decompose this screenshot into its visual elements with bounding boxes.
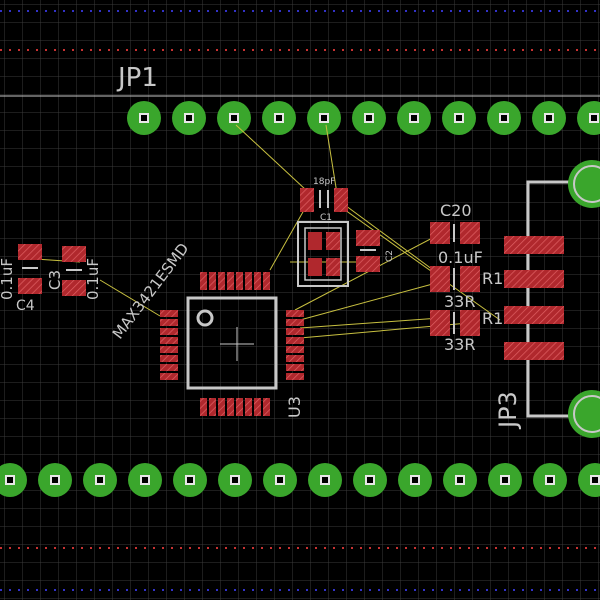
c3-capacitor[interactable]: C3 0.1uF (46, 246, 102, 300)
smd-pad-icon (160, 319, 178, 326)
c1-capacitor[interactable]: 18pF C1 (300, 177, 348, 223)
through-hole-pad-icon[interactable] (308, 463, 342, 497)
through-hole-pad-icon[interactable] (0, 463, 27, 497)
smd-pad-icon (160, 310, 178, 317)
through-hole-pad-icon[interactable] (443, 463, 477, 497)
r10-value-label: 33R (444, 292, 475, 311)
smd-pad-icon (160, 355, 178, 362)
c1-label: C1 (320, 213, 332, 223)
smd-pad-icon (227, 272, 234, 290)
jp1-header[interactable]: JP1 (0, 63, 600, 135)
smd-pad-icon (209, 398, 216, 416)
smd-pad-icon (236, 398, 243, 416)
through-hole-pad-icon[interactable] (172, 101, 206, 135)
smd-pad-icon (209, 272, 216, 290)
through-hole-pad-icon[interactable] (83, 463, 117, 497)
smd-pad-icon (286, 346, 304, 353)
smd-pad-icon (286, 373, 304, 380)
through-hole-pad-icon[interactable] (353, 463, 387, 497)
smd-pad-icon (160, 373, 178, 380)
through-hole-pad-icon[interactable] (218, 463, 252, 497)
r11-value-label: 33R (444, 335, 475, 354)
through-hole-pad-icon[interactable] (352, 101, 386, 135)
smd-pad-icon (160, 328, 178, 335)
through-hole-pad-icon[interactable] (533, 463, 567, 497)
c20-capacitor[interactable]: C20 0.1uF (430, 201, 483, 267)
through-hole-pad-icon[interactable] (128, 463, 162, 497)
jp1-label: JP1 (116, 63, 158, 93)
smd-pad-icon (286, 364, 304, 371)
c20-value-label: 0.1uF (438, 248, 483, 267)
c1-value-label: 18pF (313, 177, 335, 187)
c2-capacitor[interactable]: C2 (356, 230, 395, 272)
smd-pad-icon (227, 398, 234, 416)
c4-label: C4 (16, 298, 35, 314)
jp3-label: JP3 (494, 391, 522, 430)
smd-pad-icon (263, 398, 270, 416)
through-hole-pad-icon[interactable] (217, 101, 251, 135)
pin1-marker-icon (196, 309, 214, 327)
smd-pad-icon (160, 364, 178, 371)
through-hole-pad-icon[interactable] (173, 463, 207, 497)
through-hole-pad-icon[interactable] (487, 101, 521, 135)
through-hole-pad-icon[interactable] (263, 463, 297, 497)
smd-pad-icon (200, 398, 207, 416)
smd-pad-icon (218, 272, 225, 290)
mount-hole-top-icon (568, 160, 600, 208)
through-hole-pad-icon[interactable] (578, 463, 600, 497)
smd-pad-icon (286, 310, 304, 317)
c4-capacitor[interactable]: 0.1uF C4 (0, 244, 42, 314)
smd-pad-icon (200, 272, 207, 290)
c20-label: C20 (440, 201, 472, 220)
smd-pad-icon (160, 337, 178, 344)
u3-label: U3 (285, 396, 304, 418)
smd-pad-icon (263, 272, 270, 290)
through-hole-pad-icon[interactable] (442, 101, 476, 135)
through-hole-pad-icon[interactable] (397, 101, 431, 135)
bottom-header[interactable] (0, 463, 600, 497)
board-outline-dots (0, 10, 600, 591)
through-hole-pad-icon[interactable] (398, 463, 432, 497)
through-hole-pad-icon[interactable] (488, 463, 522, 497)
through-hole-pad-icon[interactable] (127, 101, 161, 135)
smd-pad-icon (236, 272, 243, 290)
through-hole-pad-icon[interactable] (262, 101, 296, 135)
r10-resistor[interactable]: R10 33R (430, 266, 513, 311)
through-hole-pad-icon[interactable] (307, 101, 341, 135)
crystal-y1[interactable] (297, 221, 349, 287)
through-hole-pad-icon[interactable] (577, 101, 600, 135)
smd-pad-icon (286, 319, 304, 326)
through-hole-pad-icon[interactable] (38, 463, 72, 497)
smd-pad-icon (286, 355, 304, 362)
smd-pad-icon (218, 398, 225, 416)
smd-pad-icon (286, 337, 304, 344)
smd-pad-icon (245, 398, 252, 416)
smd-pad-icon (286, 328, 304, 335)
jp3-usb-connector[interactable]: JP3 (494, 160, 600, 438)
c4-value-label: 0.1uF (0, 258, 16, 300)
smd-pad-icon (254, 272, 261, 290)
through-hole-pad-icon[interactable] (532, 101, 566, 135)
smd-pad-icon (245, 272, 252, 290)
smd-pad-icon (160, 346, 178, 353)
c3-label: C3 (46, 270, 64, 290)
c3-value-label: 0.1uF (84, 258, 102, 300)
mount-hole-bottom-icon (568, 390, 600, 438)
c2-label: C2 (385, 250, 395, 262)
smd-pad-icon (254, 398, 261, 416)
